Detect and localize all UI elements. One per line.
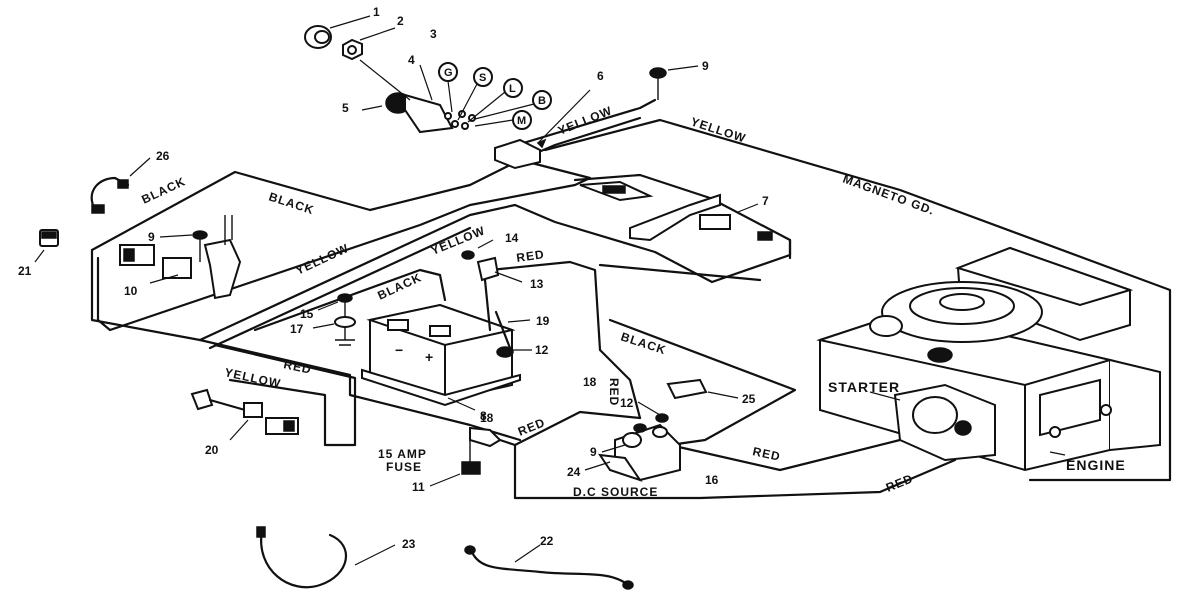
label-red-fuse: RED: [516, 415, 548, 439]
wire-black-engine: [608, 318, 797, 447]
part-number-21: 21: [18, 264, 32, 278]
part-number-14: 14: [505, 231, 519, 245]
cable-22: [464, 544, 634, 590]
terminal-g: G: [444, 67, 453, 79]
part-number-13: 13: [530, 277, 544, 291]
part-number-10: 10: [124, 284, 138, 298]
label-black-battery: BLACK: [375, 270, 424, 303]
part-number-15: 15: [300, 307, 314, 321]
hex-nut: [342, 38, 363, 61]
part-number-4: 4: [408, 53, 415, 67]
ignition-switch: [359, 59, 476, 134]
starter-solenoid: [584, 401, 681, 482]
part-number-22: 22: [540, 534, 554, 548]
part-number-16: 16: [705, 473, 719, 487]
label-engine: ENGINE: [1066, 457, 1126, 473]
battery: − +: [361, 303, 521, 411]
terminal-s: S: [479, 72, 486, 84]
label-starter: STARTER: [828, 379, 900, 395]
harness-plug: [119, 244, 155, 266]
wire-magneto-ground: [543, 118, 1172, 482]
terminal-l: L: [509, 83, 516, 95]
part-number-9-left: 9: [148, 230, 155, 244]
label-magneto-ground: MAGNETO GD.: [841, 172, 937, 218]
part-number-9-top: 9: [702, 59, 709, 73]
key-nut-ring: [304, 25, 332, 49]
part-number-26: 26: [156, 149, 170, 163]
part-number-25: 25: [742, 392, 756, 406]
part-number-5: 5: [342, 101, 349, 115]
switch-terminals: G S L B M: [438, 62, 552, 130]
part-number-3: 3: [430, 27, 437, 41]
label-yellow-harness: YELLOW: [293, 241, 351, 278]
part-number-12-solenoid: 12: [620, 396, 634, 410]
bracket-assembly: [579, 180, 773, 242]
connector-25: [666, 378, 739, 400]
wire-black-harness: [90, 158, 592, 342]
wire-yellow-harness: [198, 203, 792, 350]
part-number-17: 17: [290, 322, 304, 336]
part-number-9-solenoid: 9: [590, 445, 597, 459]
label-red-vertical: RED: [607, 378, 621, 406]
label-red-left: RED: [282, 357, 313, 377]
battery-cable-terminal: [461, 239, 532, 358]
wire-harness-20: [190, 388, 299, 441]
label-dc-source: D.C SOURCE: [573, 485, 658, 499]
component-labels: STARTER ENGINE 15 AMP FUSE D.C SOURCE: [378, 379, 1126, 499]
fuse-holder: [429, 426, 502, 487]
battery-minus-sign: −: [395, 342, 404, 358]
battery-plus-sign: +: [425, 349, 434, 365]
loop-wire-23: [256, 526, 396, 589]
label-yellow-middle: YELLOW: [429, 223, 487, 257]
part-number-18-wire: 18: [583, 375, 597, 389]
top-leaders: [329, 15, 433, 111]
part-number-18-battery: 18: [480, 411, 494, 425]
ground-screw: [312, 293, 356, 346]
part-number-12-battery: 12: [535, 343, 549, 357]
part-number-6: 6: [597, 69, 604, 83]
terminal-m: M: [517, 115, 526, 127]
part-number-labels: 1 2 3 4 5 6 7 8 9 9 9 10 11 12 12 13 14 …: [18, 5, 769, 551]
seat-switch: [149, 215, 242, 300]
part-number-1: 1: [373, 5, 380, 19]
wiring-harness: [90, 98, 1172, 500]
wire-black-battery: [253, 268, 447, 332]
wire-red-main: [488, 260, 642, 420]
label-yellow-top: YELLOW: [689, 115, 748, 146]
label-yellow-key: YELLOW: [556, 103, 614, 137]
part-number-11: 11: [412, 480, 425, 494]
harness-connector: [494, 89, 591, 170]
ground-screw-top: [649, 65, 699, 100]
engine: [816, 246, 1161, 472]
part-number-24: 24: [567, 465, 581, 479]
seat-switch-harness: [90, 157, 151, 214]
part-number-20: 20: [205, 443, 219, 457]
part-number-8: 8: [480, 409, 487, 423]
part-number-23: 23: [402, 537, 416, 551]
part-number-19: 19: [536, 314, 550, 328]
wire-red-dcsource: [498, 410, 957, 500]
part-number-2: 2: [397, 14, 404, 28]
label-red-starter: RED: [751, 444, 782, 464]
label-red-engine: RED: [884, 471, 916, 495]
label-fuse-amp: 15 AMP: [378, 447, 427, 461]
connector-block: [34, 229, 59, 263]
label-yellow-lower: YELLOW: [223, 365, 282, 391]
terminal-b: B: [538, 95, 546, 107]
part-number-7: 7: [762, 194, 769, 208]
label-fuse: FUSE: [386, 460, 422, 474]
label-red-top: RED: [515, 247, 545, 265]
